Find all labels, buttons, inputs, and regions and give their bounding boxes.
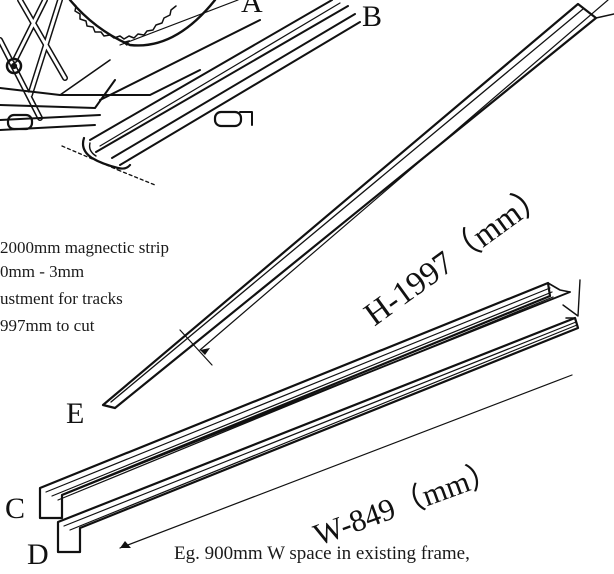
label-d: D [27,538,49,571]
saw-machine [0,0,261,131]
dimension-line-w [119,374,573,549]
note-cut-length: 997mm to cut [0,316,95,335]
cut-guide [61,145,156,186]
note-gap: 0mm - 3mm [0,262,85,281]
saw-blade-teeth [71,1,177,40]
label-b: B [362,0,383,33]
saw-blade [68,0,217,47]
track-d [56,279,581,554]
base-foot [213,110,243,128]
caption-example: Eg. 900mm W space in existing frame, [174,543,470,564]
leader-line-a [119,0,239,46]
note-magnetic-strip: 2000mm magnectic strip [0,238,170,257]
base-foot [6,113,34,131]
label-e: E [66,397,85,430]
magnetic-strip-h [101,0,614,410]
label-a: A [241,0,263,19]
note-adjustment: ustment for tracks [0,289,123,308]
dimension-line-h [199,0,609,351]
track-c [38,281,571,520]
pivot-circle [5,57,23,75]
profile-track [61,0,361,186]
label-c: C [5,492,26,525]
machine-body [0,19,261,109]
machine-base [0,114,101,131]
